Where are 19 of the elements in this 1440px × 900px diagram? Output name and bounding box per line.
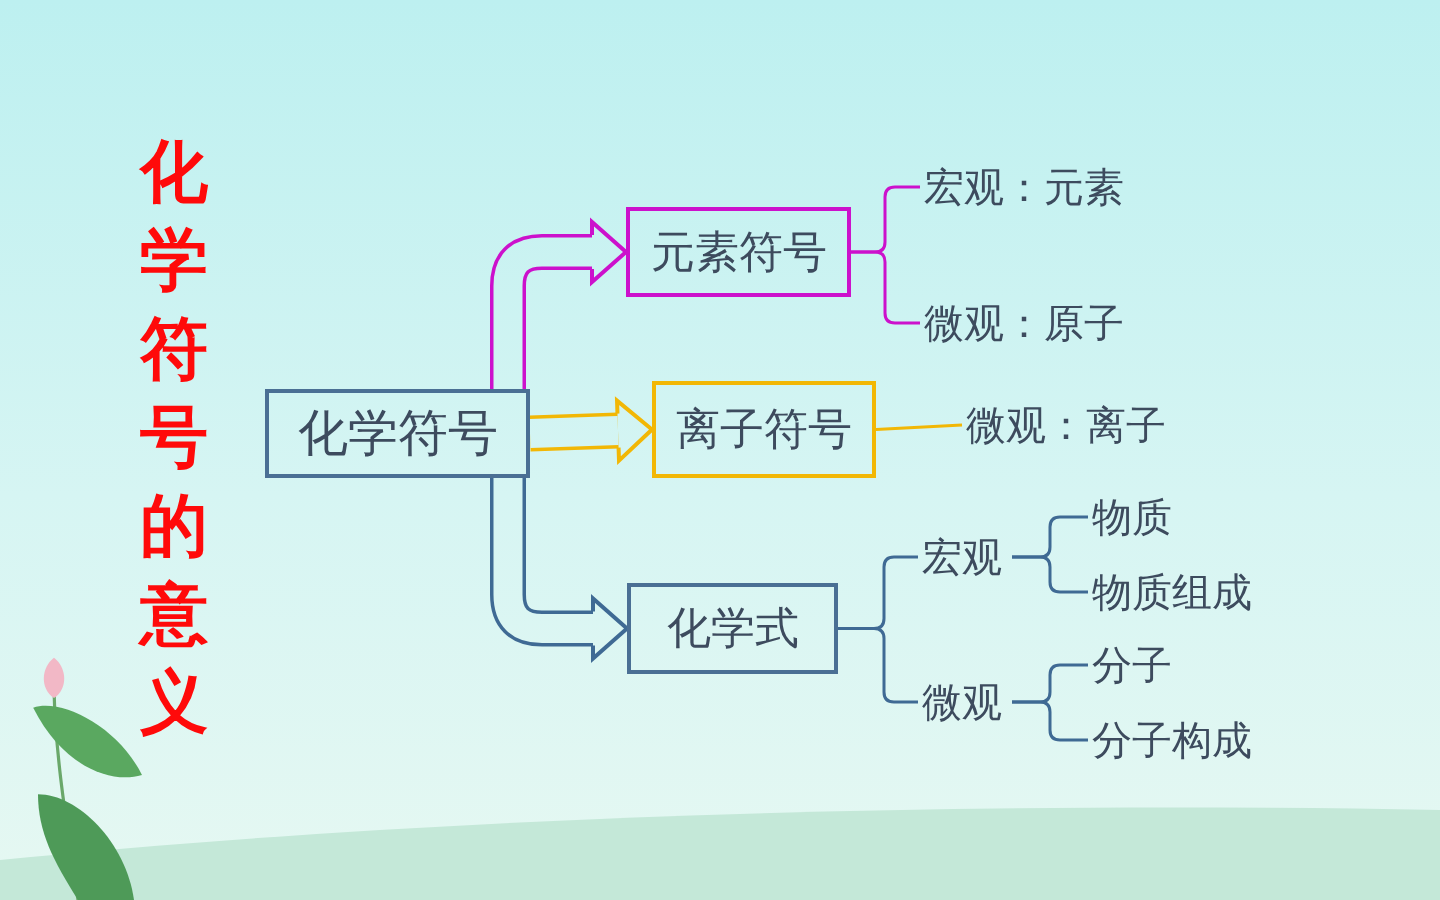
concept-box: 化学式 (627, 583, 838, 674)
vertical-title: 化学符号的意义 (140, 131, 208, 744)
concept-box: 离子符号 (652, 381, 876, 478)
meaning-text: 微观：离子 (962, 399, 1166, 451)
concept-box: 元素符号 (626, 207, 851, 297)
connector-line (875, 423, 963, 431)
meaning-text: 微观：原子 (920, 297, 1124, 349)
concept-box: 化学符号 (265, 389, 530, 478)
meaning-text: 分子 (1088, 639, 1172, 691)
meaning-text: 微观 (918, 676, 1002, 728)
connector-line (1012, 555, 1088, 594)
connector-line (1012, 700, 1088, 742)
meaning-text: 分子构成 (1088, 714, 1252, 766)
meaning-text: 物质 (1088, 491, 1172, 543)
connector-line (851, 250, 920, 325)
meaning-text: 宏观：元素 (920, 161, 1124, 213)
connector-line (838, 627, 918, 704)
meaning-text: 物质组成 (1088, 566, 1252, 618)
meaning-text: 宏观 (918, 531, 1002, 583)
